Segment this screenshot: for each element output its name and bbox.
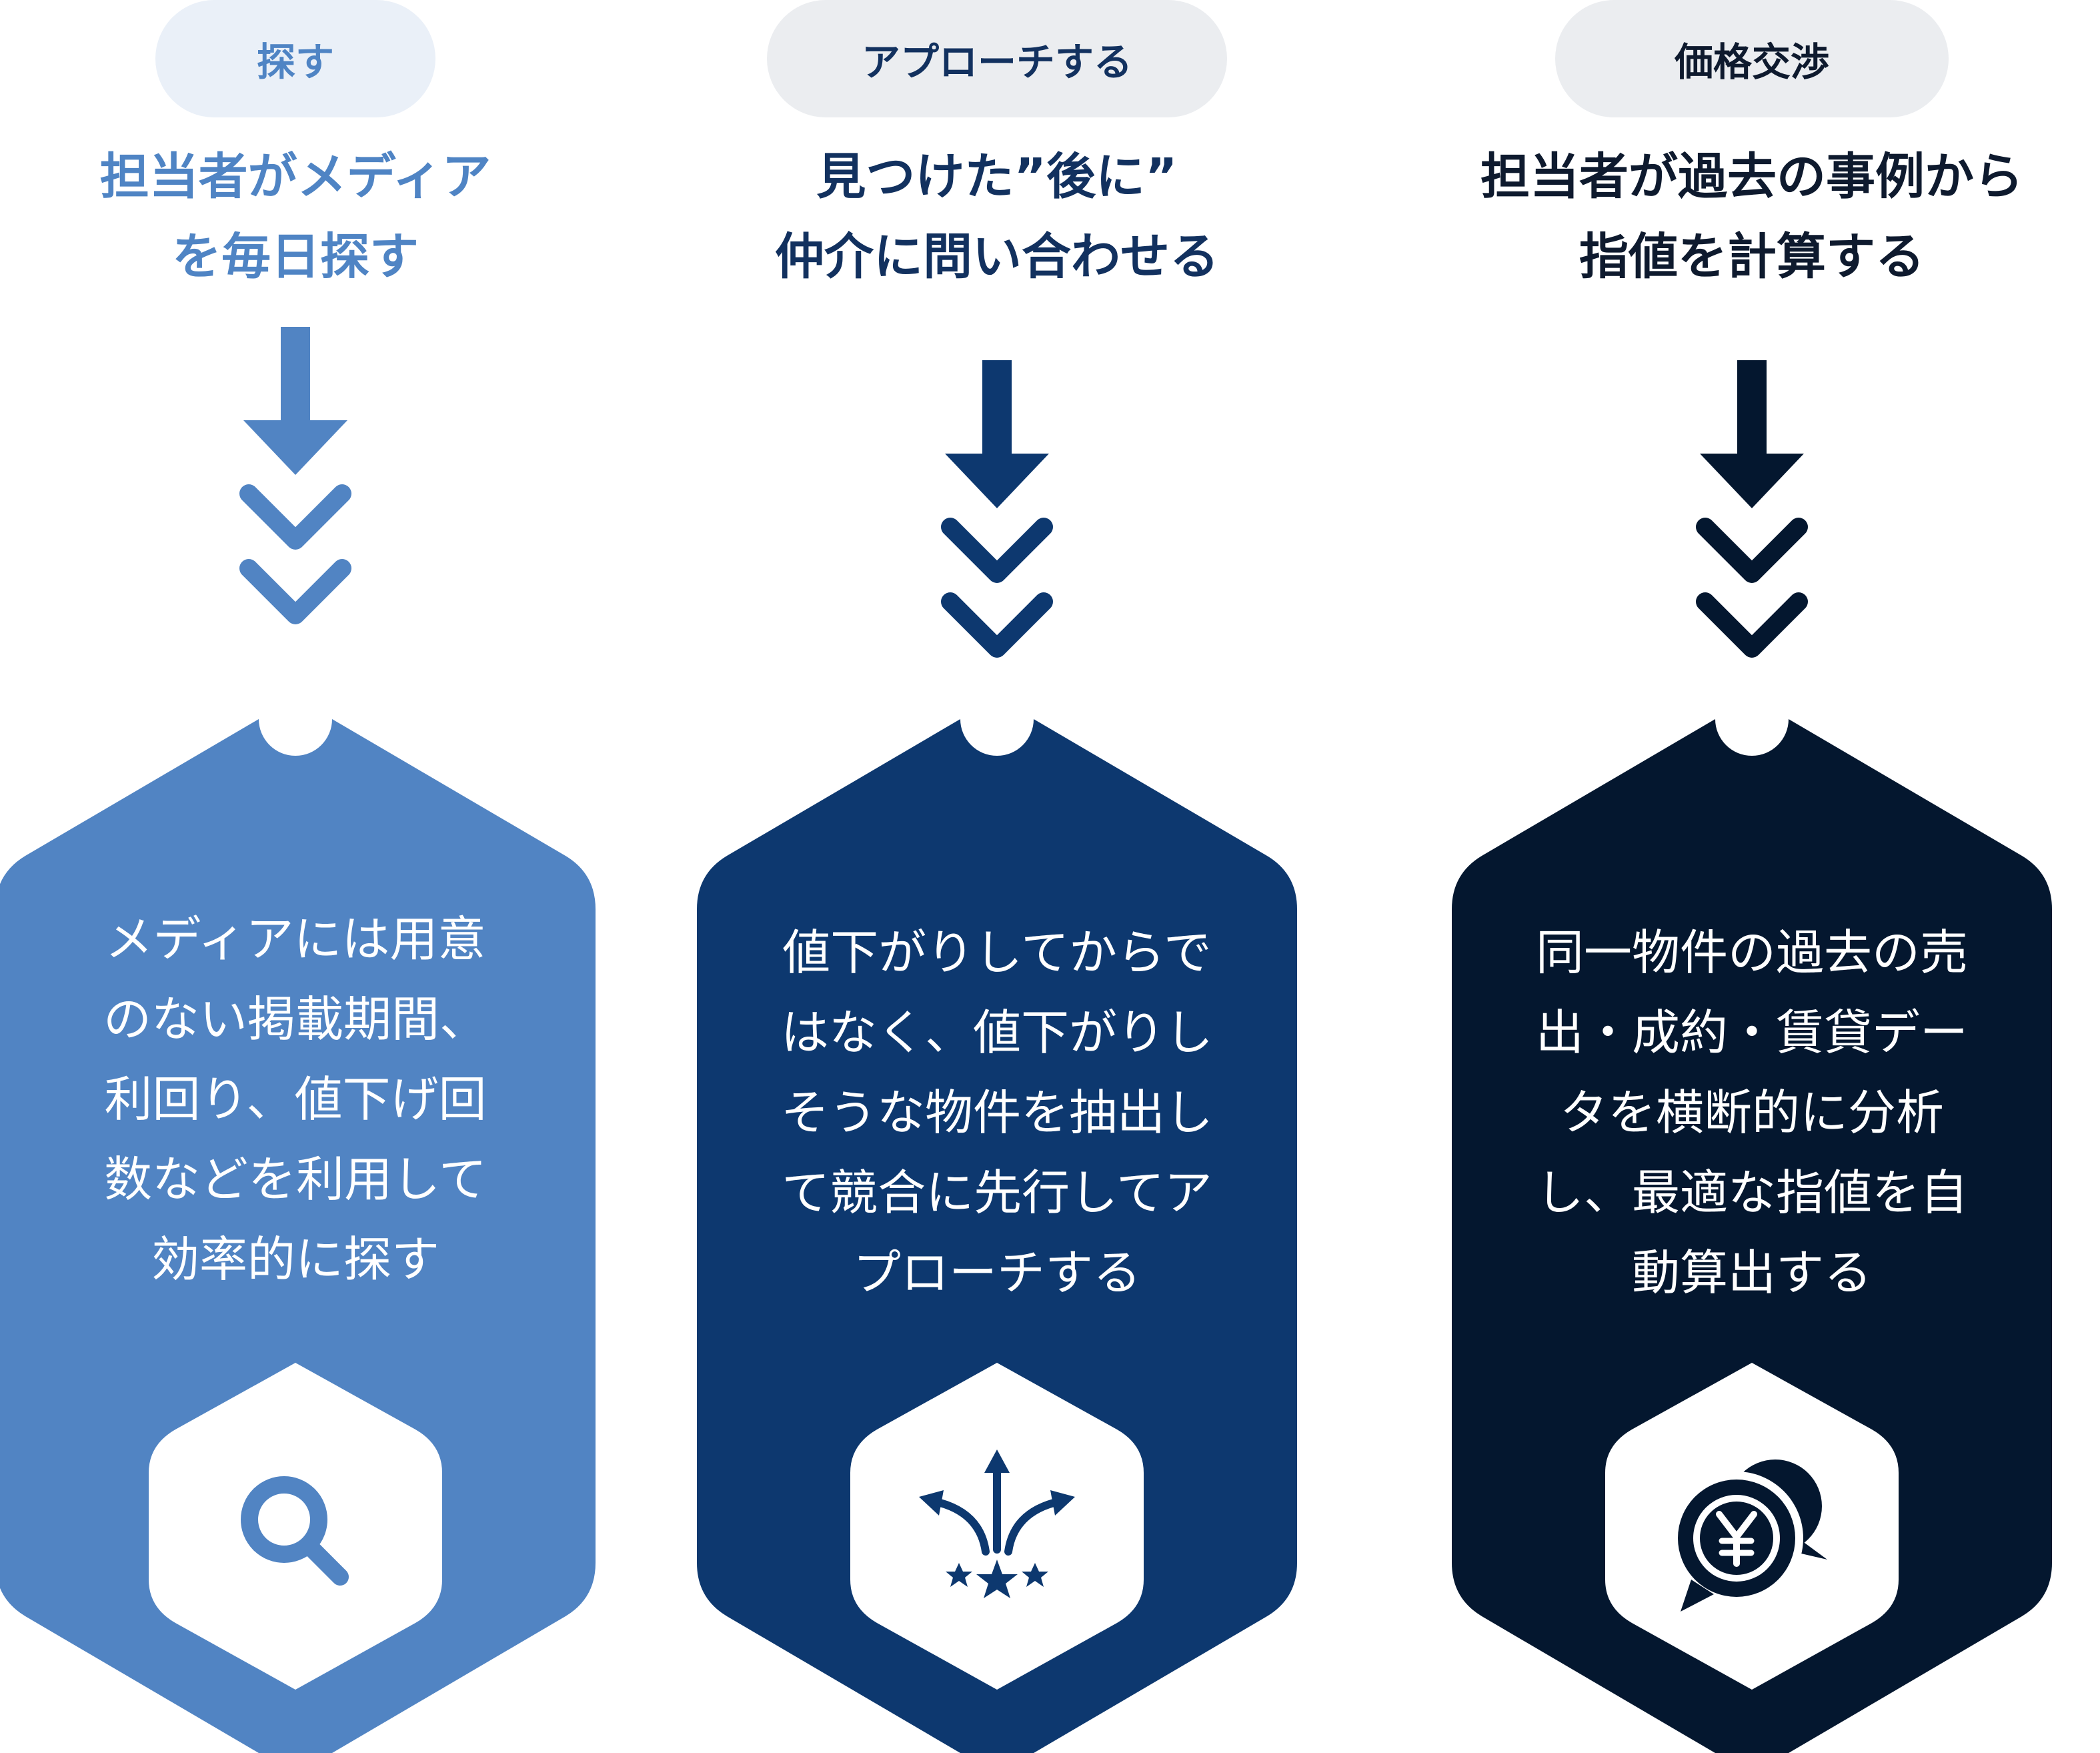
down-arrow-icon <box>239 327 351 624</box>
step-tab-negotiation: 価格交渉 <box>1555 0 1949 117</box>
search-icon <box>241 1476 349 1586</box>
step-card: メディアには用意 のない掲載期間、 利回り、値下げ回 数などを利用して 効率的に… <box>0 719 596 1753</box>
step-heading: 担当者がメディア を毎日探す <box>99 148 491 285</box>
branching-arrows-stars-icon <box>919 1449 1075 1598</box>
step-heading: 担当者が過去の事例から 指値を計算する <box>1480 148 2023 285</box>
step-heading: 見つけた”後に” 仲介に問い合わせる <box>775 148 1219 285</box>
down-arrow-icon <box>1696 360 1808 658</box>
step-description: メディアには用意 のない掲載期間、 利回り、値下げ回 数などを利用して 効率的に… <box>103 911 487 1287</box>
step-tab-label: アプローチする <box>861 39 1132 85</box>
step-card: 値下がりしてからで はなく、値下がりし そうな物件を抽出し て競合に先行してア … <box>697 719 1297 1753</box>
icon-badge <box>149 1363 442 1690</box>
step-description: 値下がりしてからで はなく、値下がりし そうな物件を抽出し て競合に先行してア … <box>780 925 1213 1301</box>
icon-badge <box>1605 1363 1899 1690</box>
step-tab-label: 価格交渉 <box>1674 39 1829 85</box>
step-tab-approach: アプローチする <box>767 0 1227 117</box>
step-description: 同一物件の過去の売 出・成約・賃貸デー タを横断的に分析 し、最適な指値を自 動… <box>1535 925 1968 1301</box>
step-tab-label: 探す <box>256 39 334 85</box>
step-card: 同一物件の過去の売 出・成約・賃貸デー タを横断的に分析 し、最適な指値を自 動… <box>1452 719 2052 1753</box>
icon-badge <box>850 1363 1144 1690</box>
down-arrow-icon <box>941 360 1053 658</box>
step-column-search: 探す 担当者がメディア を毎日探す メディアには用意 のない掲載期間、 利回り、… <box>0 0 596 1753</box>
step-column-negotiation: 価格交渉 担当者が過去の事例から 指値を計算する 同一物件の過去の売 出・成約・… <box>1452 0 2052 1753</box>
step-tab-search: 探す <box>155 0 435 117</box>
step-column-approach: アプローチする 見つけた”後に” 仲介に問い合わせる 値下がりしてからで はなく… <box>697 0 1297 1753</box>
yen-chat-bubble-icon <box>1670 1459 1827 1612</box>
